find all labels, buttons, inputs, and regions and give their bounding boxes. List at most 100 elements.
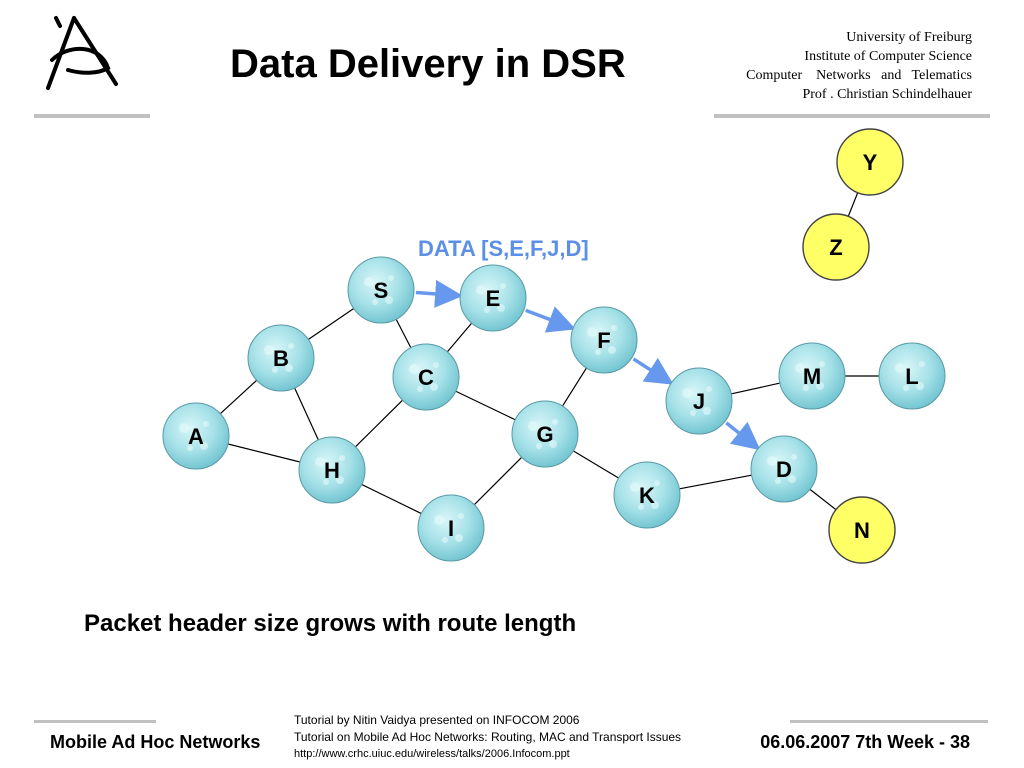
node-label: L [905, 364, 918, 389]
route-arrow-E-F [525, 306, 576, 333]
node-texture [775, 478, 781, 484]
footer-course-title: Mobile Ad Hoc Networks [50, 732, 261, 752]
institution-line: Prof . Christian Schindelhauer [802, 87, 972, 102]
node-label: F [597, 328, 610, 353]
link-J-M [729, 382, 782, 395]
node-label: K [639, 483, 655, 508]
link-K-D [677, 474, 754, 490]
packet-header-label: DATA [S,E,F,J,D] [418, 236, 589, 261]
node-circle [778, 342, 846, 410]
node-texture [288, 343, 294, 349]
node-texture [819, 361, 825, 367]
node-texture [364, 277, 374, 287]
header-rule-left [34, 114, 150, 118]
node-texture [611, 325, 617, 331]
node-Z: Z [802, 213, 870, 281]
node-circle [298, 436, 366, 504]
node-texture [795, 363, 805, 373]
footer-rule-left [34, 720, 156, 723]
node-texture [706, 386, 712, 392]
node-circle [570, 306, 638, 374]
node-texture [200, 442, 208, 450]
node-label: B [273, 346, 289, 371]
node-label: Z [829, 235, 842, 260]
node-texture [434, 515, 444, 525]
node-texture [587, 327, 597, 337]
node-I: I [417, 494, 485, 562]
node-texture [497, 304, 505, 312]
node-circle [511, 400, 579, 468]
node-texture [264, 345, 274, 355]
node-S: S [347, 256, 415, 324]
node-D: D [750, 435, 818, 503]
node-label: N [854, 518, 870, 543]
institution-line: Computer Networks and Telematics [746, 68, 972, 83]
node-circle [750, 435, 818, 503]
link-G-K [571, 449, 621, 480]
reference-line: Tutorial by Nitin Vaidya presented on IN… [294, 713, 580, 727]
node-circle [878, 342, 946, 410]
footer-date-page: 06.06.2007 7th Week - 38 [760, 732, 970, 752]
node-H: H [298, 436, 366, 504]
node-circle [392, 343, 460, 411]
reference-line: Tutorial on Mobile Ad Hoc Networks: Rout… [294, 730, 682, 744]
node-texture [895, 363, 905, 373]
node-texture [608, 346, 616, 354]
node-texture [323, 479, 329, 485]
node-circle [162, 402, 230, 470]
node-circle [347, 256, 415, 324]
node-texture [549, 440, 557, 448]
node-E: E [459, 264, 527, 332]
node-G: G [511, 400, 579, 468]
node-texture [203, 421, 209, 427]
route-arrow-J-D [725, 421, 761, 451]
link-S-B [306, 306, 356, 342]
node-M: M [778, 342, 846, 410]
node-texture [433, 362, 439, 368]
node-label: M [803, 364, 821, 389]
reference-url[interactable]: http://www.crhc.uiuc.edu/wireless/talks/… [294, 748, 570, 760]
node-texture [791, 454, 797, 460]
link-C-G [453, 389, 518, 422]
institution-block: University of Freiburg Institute of Comp… [692, 28, 972, 104]
node-circle [613, 461, 681, 529]
node-texture [315, 457, 325, 467]
node-texture [528, 421, 538, 431]
node-texture [272, 367, 278, 373]
node-F: F [570, 306, 638, 374]
node-label: S [374, 278, 389, 303]
route-arrow-F-J [632, 357, 674, 385]
node-texture [638, 504, 644, 510]
route-arrow-S-E [415, 279, 464, 308]
node-texture [442, 537, 448, 543]
node-texture [336, 476, 344, 484]
node-label: G [536, 422, 553, 447]
node-Y: Y [836, 128, 904, 196]
node-texture [484, 307, 490, 313]
node-texture [417, 386, 423, 392]
node-texture [682, 388, 692, 398]
node-texture [651, 501, 659, 509]
header-rule-right [714, 114, 990, 118]
link-D-N [808, 487, 838, 512]
node-texture [690, 410, 696, 416]
node-texture [285, 364, 293, 372]
node-circle [665, 367, 733, 435]
node-label: E [486, 286, 501, 311]
node-texture [455, 534, 463, 542]
institution-line: University of Freiburg [846, 30, 972, 45]
node-circle [828, 496, 896, 564]
link-B-A [218, 378, 259, 416]
institution-line: Institute of Computer Science [804, 49, 972, 64]
link-S-C [394, 317, 413, 350]
node-texture [476, 285, 486, 295]
node-circle [417, 494, 485, 562]
node-N: N [828, 496, 896, 564]
node-texture [458, 513, 464, 519]
caption: Packet header size grows with route leng… [84, 610, 577, 637]
node-texture [372, 299, 378, 305]
footer-references: Tutorial by Nitin Vaidya presented on IN… [294, 712, 681, 763]
node-texture [916, 382, 924, 390]
link-B-H [293, 385, 320, 443]
